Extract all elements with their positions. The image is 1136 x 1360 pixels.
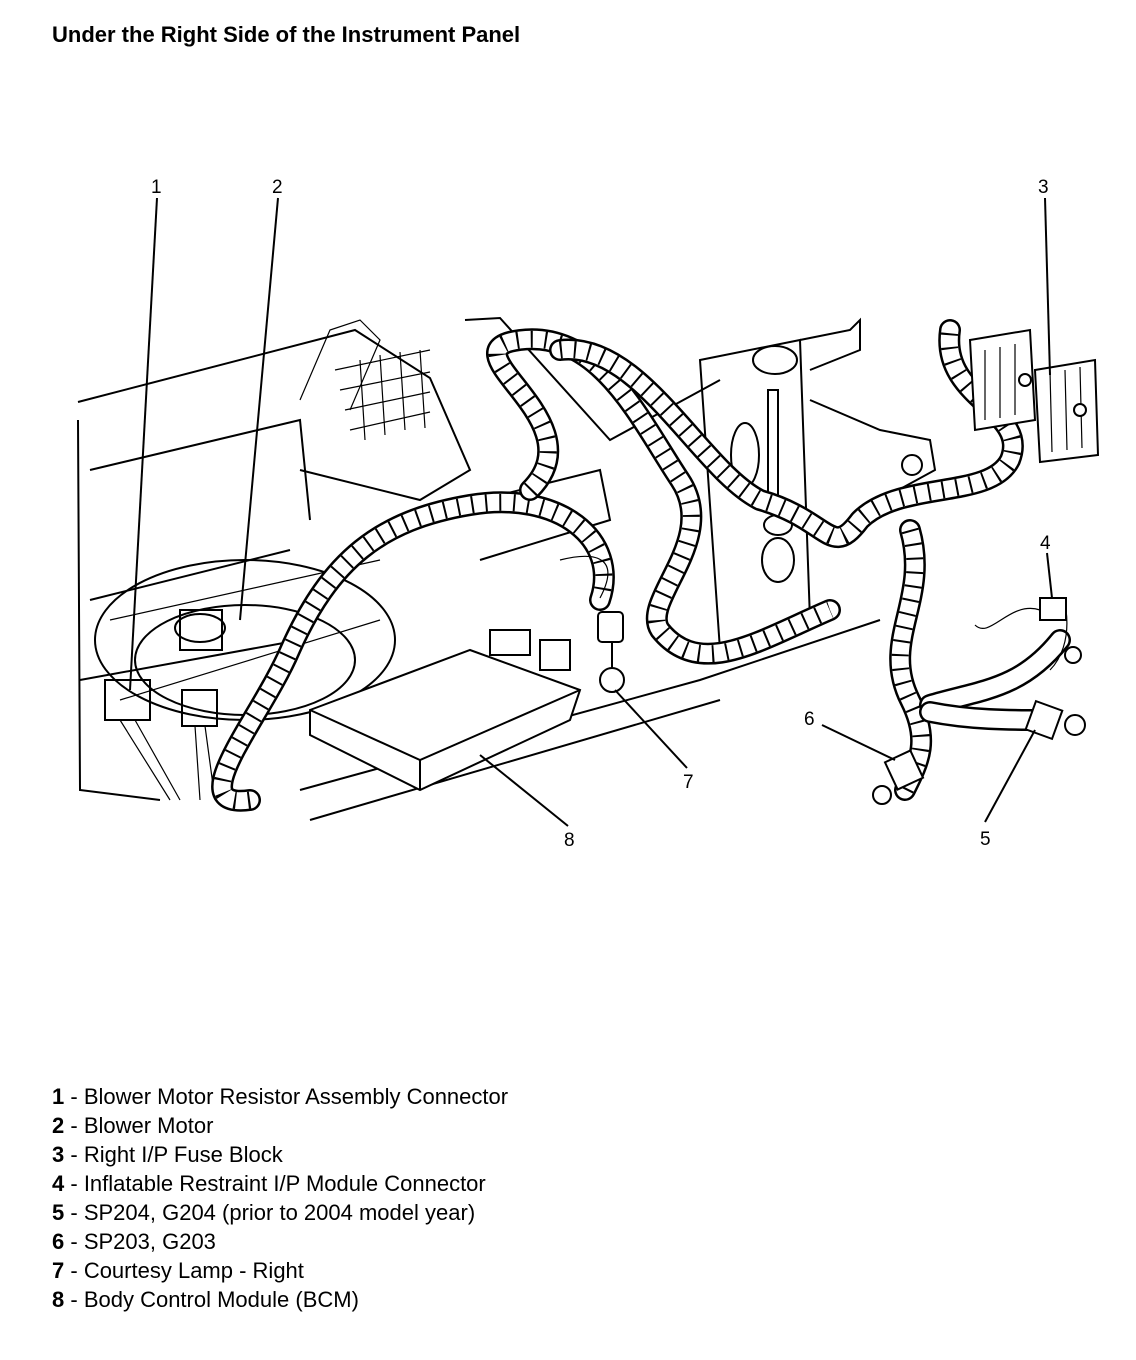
leader-2	[239, 197, 279, 621]
wiring-harness	[211, 319, 1071, 812]
blower-motor-housing	[94, 559, 396, 801]
legend-item: 2 - Blower Motor	[52, 1113, 214, 1138]
small-connectors	[872, 597, 1086, 805]
legend-item: 4 - Inflatable Restraint I/P Module Conn…	[52, 1171, 486, 1196]
body-control-module-illustration	[309, 629, 582, 792]
leader-1	[129, 197, 158, 691]
callout-1: 1	[151, 177, 162, 198]
callout-5: 5	[980, 829, 991, 850]
callout-labels: 1 2 3 4 5 6 7 8	[151, 177, 1051, 851]
component-legend: 1 - Blower Motor Resistor Assembly Conne…	[52, 1082, 508, 1314]
legend-item: 3 - Right I/P Fuse Block	[52, 1142, 283, 1167]
callout-2: 2	[272, 177, 283, 198]
callout-7: 7	[683, 772, 694, 793]
leader-8	[479, 754, 569, 827]
leader-lines	[129, 197, 1053, 827]
callout-4: 4	[1040, 533, 1051, 554]
callout-3: 3	[1038, 177, 1049, 198]
leader-4	[1046, 552, 1053, 599]
legend-item: 8 - Body Control Module (BCM)	[52, 1287, 359, 1312]
callout-6: 6	[804, 709, 815, 730]
dash-structure	[77, 316, 937, 821]
diagram-title: Under the Right Side of the Instrument P…	[52, 22, 521, 47]
legend-item: 1 - Blower Motor Resistor Assembly Conne…	[52, 1084, 509, 1109]
leader-5	[984, 729, 1036, 823]
leader-7	[614, 689, 688, 769]
courtesy-lamp-illustration	[559, 555, 625, 693]
legend-item: 6 - SP203, G203	[52, 1229, 216, 1254]
leader-6	[821, 724, 896, 761]
legend-item: 7 - Courtesy Lamp - Right	[52, 1258, 304, 1283]
fuse-block-connectors	[968, 328, 1100, 464]
leader-3	[1044, 197, 1051, 376]
legend-item: 5 - SP204, G204 (prior to 2004 model yea…	[52, 1200, 476, 1225]
callout-8: 8	[564, 830, 575, 851]
